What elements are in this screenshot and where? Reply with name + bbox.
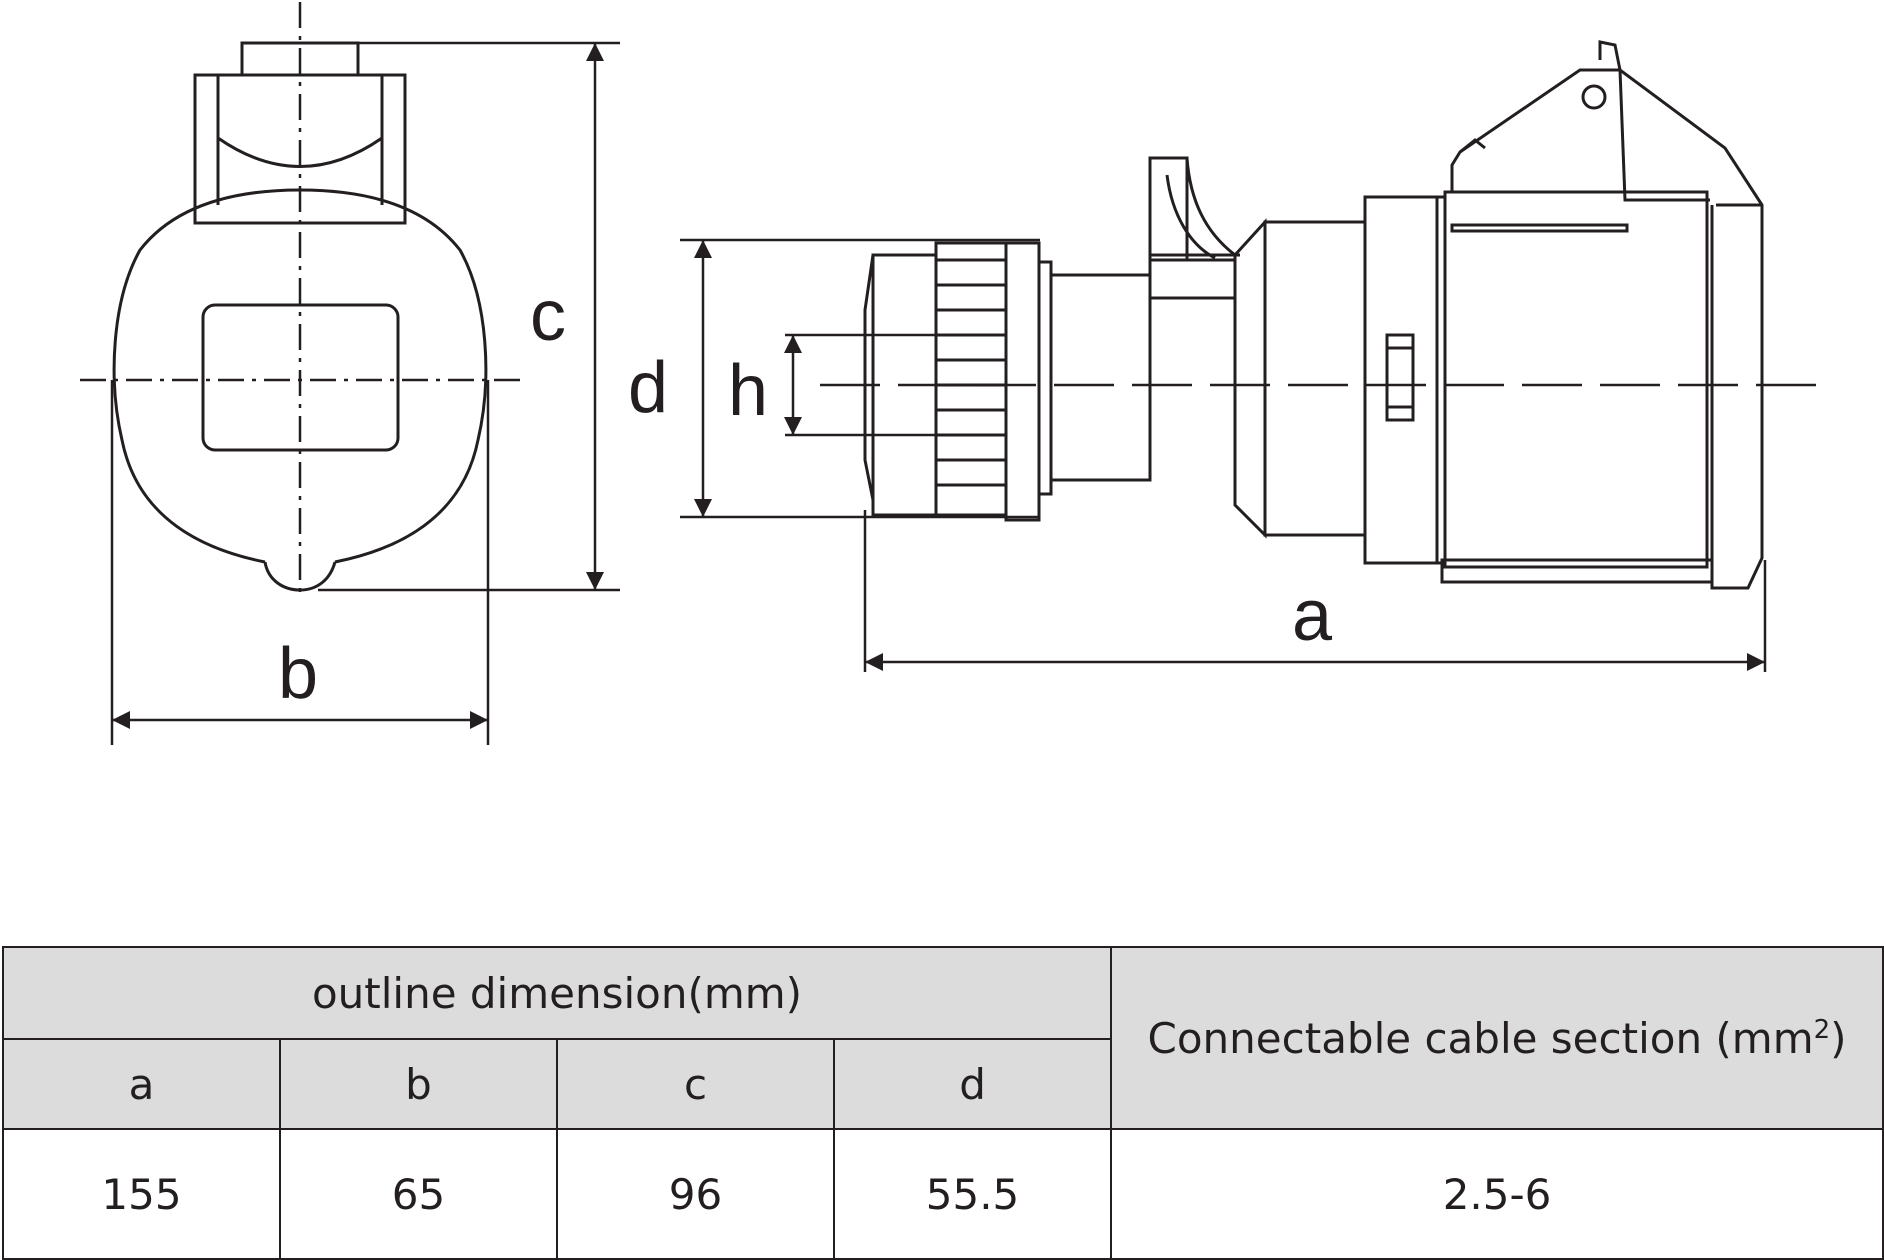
cable-section-header-close: ): [1830, 1013, 1847, 1063]
dimension-d: [680, 238, 1040, 519]
dimension-drawing: c b: [80, 2, 1825, 745]
dimension-b: [110, 380, 490, 745]
value-b: 65: [279, 1128, 558, 1260]
label-d: d: [628, 348, 668, 428]
column-header-b: b: [279, 1038, 558, 1130]
cable-section-value: 2.5-6: [1110, 1128, 1884, 1260]
value-d: 55.5: [832, 1128, 1113, 1260]
label-b: b: [278, 634, 318, 714]
label-c: c: [530, 276, 566, 356]
column-header-a: a: [2, 1038, 281, 1130]
side-view: [820, 40, 1825, 590]
value-a: 155: [2, 1128, 281, 1260]
column-header-c: c: [556, 1038, 835, 1130]
cable-section-header-text: Connectable cable section (mm: [1147, 1013, 1814, 1063]
cable-section-header-sup: 2: [1813, 1014, 1831, 1045]
label-h: h: [728, 351, 768, 431]
dimension-table: outline dimension(mm) Connectable cable …: [1, 946, 1884, 1260]
front-view: [80, 2, 520, 595]
dimension-a: [863, 510, 1767, 672]
outline-dimension-header: outline dimension(mm): [1, 946, 1113, 1040]
dimension-c: [318, 41, 620, 592]
cable-section-header: Connectable cable section (mm2): [1110, 946, 1884, 1130]
value-c: 96: [556, 1128, 835, 1260]
dimension-h: [784, 333, 940, 437]
label-a: a: [1292, 576, 1333, 656]
column-header-d: d: [832, 1038, 1113, 1130]
